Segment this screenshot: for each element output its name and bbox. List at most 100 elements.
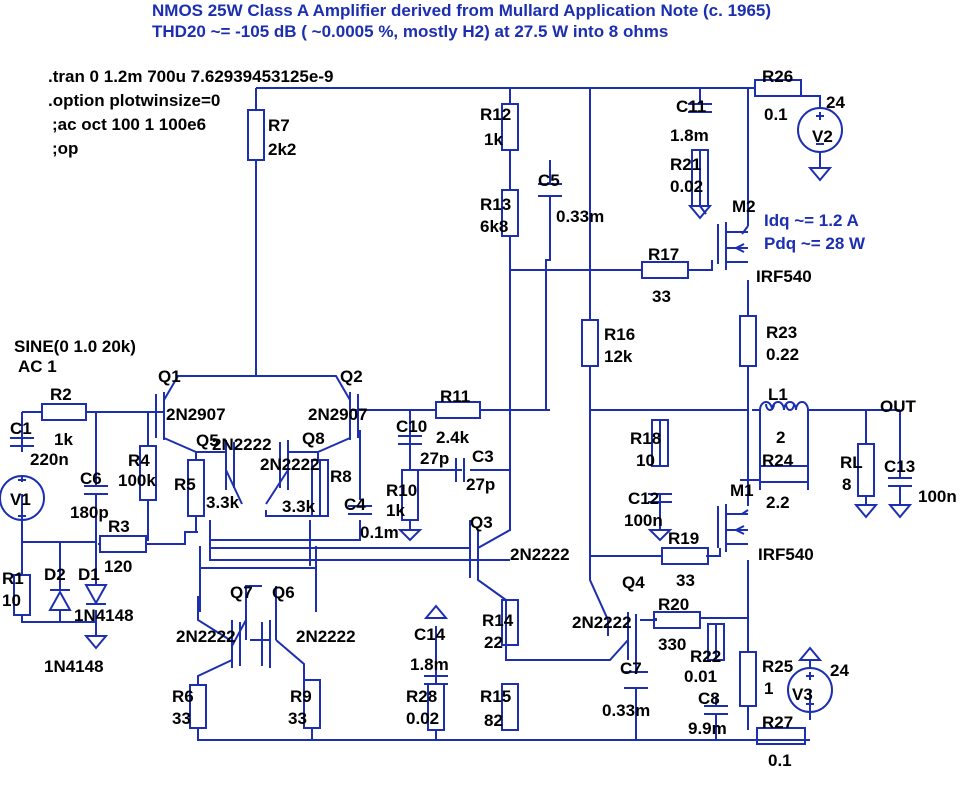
part-value: 1 xyxy=(764,679,773,698)
resistor-r2[interactable] xyxy=(41,403,87,421)
part-value: 1.8m xyxy=(670,126,709,145)
transistor-q6[interactable] xyxy=(261,620,271,668)
part-ref: D2 xyxy=(44,565,66,584)
part-ref: R27 xyxy=(762,713,793,732)
part-ref: R16 xyxy=(604,325,635,344)
ground-symbol xyxy=(887,504,913,519)
capacitor-c12[interactable] xyxy=(648,493,672,503)
part-value: 2N2222 xyxy=(572,613,632,632)
resistor-rl[interactable] xyxy=(857,443,875,497)
part-value: 22 xyxy=(484,633,503,652)
ground-symbol xyxy=(397,529,423,542)
supply-up-symbol xyxy=(797,646,823,661)
part-ref: R2 xyxy=(50,385,72,404)
resistor-r20[interactable] xyxy=(653,611,701,629)
part-ref: R20 xyxy=(658,595,689,614)
part-ref: C14 xyxy=(414,625,446,644)
part-ref: C7 xyxy=(620,659,642,678)
part-value: 2N2222 xyxy=(260,455,320,474)
part-value: 2N2222 xyxy=(176,627,236,646)
transistor-q1[interactable] xyxy=(155,392,165,440)
source-ac-label: AC 1 xyxy=(18,357,57,376)
resistor-r8[interactable] xyxy=(311,459,329,517)
part-value: 100k xyxy=(118,471,156,490)
part-ref: R12 xyxy=(480,105,511,124)
capacitor-c6[interactable] xyxy=(84,470,108,520)
part-value: IRF540 xyxy=(758,545,814,564)
resistor-r9[interactable] xyxy=(303,679,321,729)
part-ref: R19 xyxy=(668,529,699,548)
part-ref: Q8 xyxy=(302,429,325,448)
part-value: 27p xyxy=(420,449,449,468)
resistor-r25[interactable] xyxy=(739,651,757,707)
source-sine-label: SINE(0 1.0 20k) xyxy=(14,337,136,356)
capacitor-c7[interactable] xyxy=(624,671,648,689)
transistor-q2[interactable] xyxy=(349,392,359,440)
title-block: NMOS 25W Class A Amplifier derived from … xyxy=(152,1,771,41)
mosfet-m2[interactable] xyxy=(717,222,748,270)
transistor-q4[interactable] xyxy=(627,612,637,660)
ground-symbol xyxy=(807,167,833,182)
part-ref: R1 xyxy=(2,569,24,588)
resistor-r22[interactable] xyxy=(707,623,725,661)
resistor-r3[interactable] xyxy=(99,535,147,553)
capacitor-c3[interactable] xyxy=(455,458,465,482)
part-ref: C11 xyxy=(676,97,706,116)
capacitor-c11[interactable] xyxy=(688,103,712,113)
part-value: 33 xyxy=(676,571,695,590)
resistor-r24[interactable] xyxy=(759,465,809,483)
diode-d2[interactable] xyxy=(48,578,72,611)
part-ref: R18 xyxy=(630,429,661,448)
transistor-q5[interactable] xyxy=(225,440,235,490)
capacitor-c13[interactable] xyxy=(888,477,912,505)
resistor-r6[interactable] xyxy=(189,684,207,729)
resistor-r10[interactable] xyxy=(401,469,419,521)
resistor-r18[interactable] xyxy=(651,419,669,467)
mosfet-m1[interactable] xyxy=(717,504,748,552)
resistor-r26[interactable] xyxy=(754,79,802,97)
capacitor-c10[interactable] xyxy=(398,435,422,445)
part-value: 33 xyxy=(288,709,307,728)
part-value: 0.1 xyxy=(768,751,792,770)
part-value: 6k8 xyxy=(480,217,508,236)
directive-ac: ;ac oct 100 1 100e6 xyxy=(52,115,206,134)
transistor-q7[interactable] xyxy=(231,620,241,668)
resistor-r1[interactable] xyxy=(13,574,31,616)
part-ref: Q3 xyxy=(470,513,493,532)
resistor-r5[interactable] xyxy=(187,459,205,517)
resistor-r17[interactable] xyxy=(641,261,689,279)
resistor-r23[interactable] xyxy=(739,315,757,367)
resistor-r19[interactable] xyxy=(661,547,709,565)
capacitor-c14[interactable] xyxy=(424,668,448,685)
capacitor-c4[interactable] xyxy=(348,505,372,515)
diodes xyxy=(48,578,108,611)
resistor-r14[interactable] xyxy=(501,599,519,646)
part-ref: R25 xyxy=(762,657,793,676)
part-ref: C4 xyxy=(344,495,366,514)
resistor-r13[interactable] xyxy=(501,189,519,237)
capacitor-c1[interactable] xyxy=(10,430,34,452)
part-ref: R7 xyxy=(268,116,290,135)
capacitor-c8[interactable] xyxy=(704,705,728,715)
diode-d1[interactable] xyxy=(84,584,108,606)
resistor-r27[interactable] xyxy=(756,727,806,745)
transistor-q8[interactable] xyxy=(279,440,289,490)
capacitors xyxy=(10,103,912,715)
part-value: 33 xyxy=(172,709,191,728)
capacitor-c5[interactable] xyxy=(538,183,562,197)
part-ref: R23 xyxy=(766,323,797,342)
part-value: 2 xyxy=(776,428,785,447)
inductor-l1[interactable] xyxy=(759,401,809,411)
resistor-r12[interactable] xyxy=(501,103,519,151)
part-ref: R13 xyxy=(480,195,511,214)
resistor-r15[interactable] xyxy=(501,683,519,731)
voltage-sources xyxy=(0,107,843,713)
resistor-r7[interactable] xyxy=(247,109,265,161)
transistor-q3[interactable] xyxy=(469,530,479,580)
resistor-r16[interactable] xyxy=(581,319,599,367)
resistor-r11[interactable] xyxy=(435,401,481,419)
resistor-r4[interactable] xyxy=(139,445,157,501)
part-ref: C5 xyxy=(538,171,560,190)
part-ref: R8 xyxy=(330,467,352,486)
part-ref: L1 xyxy=(768,385,788,404)
